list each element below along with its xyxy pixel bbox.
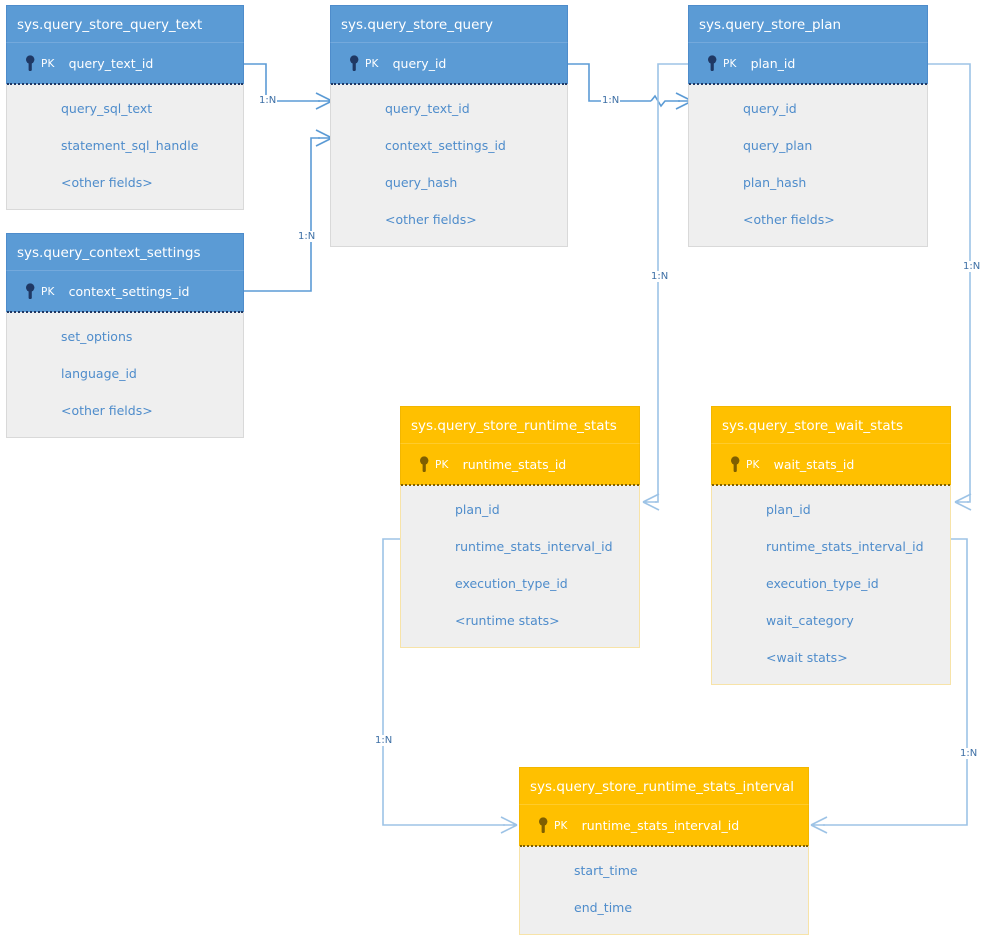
field-row: context_settings_id	[385, 138, 506, 153]
field-row: <other fields>	[743, 212, 835, 227]
key-icon	[13, 283, 47, 300]
field-row: runtime_stats_interval_id	[455, 539, 613, 554]
key-icon	[718, 456, 752, 473]
key-icon	[13, 55, 47, 72]
field-row: <other fields>	[61, 403, 153, 418]
entity-title: sys.query_store_runtime_stats	[400, 406, 640, 444]
pk-tag: PK	[365, 57, 379, 70]
primary-key-name: query_text_id	[68, 56, 154, 71]
entity-query-store-query[interactable]: sys.query_store_query PK query_id query_…	[330, 5, 568, 247]
primary-key-name: context_settings_id	[68, 284, 190, 299]
connector-plan-to-runtime-stats	[642, 63, 688, 511]
field-row: query_hash	[385, 175, 458, 190]
cardinality-label-interval-to-wait-stats: 1:N	[959, 748, 979, 759]
field-row: <runtime stats>	[455, 613, 560, 628]
primary-key-name: wait_stats_id	[773, 457, 855, 472]
field-row: execution_type_id	[455, 576, 568, 591]
entity-fields: query_id query_plan plan_hash <other fie…	[688, 84, 928, 247]
connector-query-text-to-query	[244, 63, 333, 110]
entity-fields: query_sql_text statement_sql_handle <oth…	[6, 84, 244, 210]
primary-key-name: runtime_stats_interval_id	[581, 818, 740, 833]
entity-fields: query_text_id context_settings_id query_…	[330, 84, 568, 247]
cardinality-label-query-text-to-query: 1:N	[258, 95, 278, 106]
key-icon	[526, 817, 560, 834]
field-row: end_time	[574, 900, 633, 915]
pk-tag: PK	[435, 458, 449, 471]
field-row: query_plan	[743, 138, 813, 153]
primary-key-name: plan_id	[750, 56, 796, 71]
field-row: plan_id	[766, 502, 811, 517]
entity-query-store-wait-stats[interactable]: sys.query_store_wait_stats PK wait_stats…	[711, 406, 951, 685]
connector-interval-to-runtime-stats	[382, 538, 518, 834]
field-row: start_time	[574, 863, 638, 878]
entity-query-store-plan[interactable]: sys.query_store_plan PK plan_id query_id…	[688, 5, 928, 247]
primary-key-name: runtime_stats_id	[462, 457, 567, 472]
pk-tag: PK	[41, 57, 55, 70]
entity-primary-key-row: PK wait_stats_id	[711, 444, 951, 486]
field-row: language_id	[61, 366, 137, 381]
entity-primary-key-row: PK query_text_id	[6, 43, 244, 85]
connector-interval-to-wait-stats	[810, 538, 968, 834]
entity-fields: start_time end_time	[519, 846, 809, 935]
key-icon	[337, 55, 371, 72]
field-row: query_text_id	[385, 101, 470, 116]
connector-context-settings-to-query	[244, 129, 333, 292]
field-row: execution_type_id	[766, 576, 879, 591]
entity-title: sys.query_store_plan	[688, 5, 928, 43]
entity-query-store-query-text[interactable]: sys.query_store_query_text PK query_text…	[6, 5, 244, 210]
entity-primary-key-row: PK context_settings_id	[6, 271, 244, 313]
entity-query-store-runtime-stats[interactable]: sys.query_store_runtime_stats PK runtime…	[400, 406, 640, 648]
field-row: runtime_stats_interval_id	[766, 539, 924, 554]
cardinality-label-plan-to-runtime-stats: 1:N	[650, 271, 670, 282]
entity-fields: plan_id runtime_stats_interval_id execut…	[400, 485, 640, 648]
connector-plan-to-wait-stats	[928, 63, 972, 511]
entity-title: sys.query_store_wait_stats	[711, 406, 951, 444]
entity-fields: plan_id runtime_stats_interval_id execut…	[711, 485, 951, 685]
cardinality-label-plan-to-wait-stats: 1:N	[962, 261, 982, 272]
entity-primary-key-row: PK runtime_stats_interval_id	[519, 805, 809, 847]
cardinality-label-interval-to-runtime-stats: 1:N	[374, 735, 394, 746]
cardinality-label-context-settings-to-query: 1:N	[297, 231, 317, 242]
field-row: query_id	[743, 101, 797, 116]
field-row: set_options	[61, 329, 133, 344]
entity-query-store-runtime-stats-interval[interactable]: sys.query_store_runtime_stats_interval P…	[519, 767, 809, 935]
field-row: plan_hash	[743, 175, 807, 190]
entity-primary-key-row: PK query_id	[330, 43, 568, 85]
pk-tag: PK	[746, 458, 760, 471]
entity-title: sys.query_context_settings	[6, 233, 244, 271]
entity-primary-key-row: PK runtime_stats_id	[400, 444, 640, 486]
entity-fields: set_options language_id <other fields>	[6, 312, 244, 438]
key-icon	[407, 456, 441, 473]
field-row: <wait stats>	[766, 650, 848, 665]
pk-tag: PK	[554, 819, 568, 832]
key-icon	[695, 55, 729, 72]
connector-query-to-plan	[568, 63, 693, 110]
entity-title: sys.query_store_runtime_stats_interval	[519, 767, 809, 805]
field-row: query_sql_text	[61, 101, 153, 116]
field-row: statement_sql_handle	[61, 138, 199, 153]
field-row: plan_id	[455, 502, 500, 517]
cardinality-label-query-to-plan: 1:N	[601, 95, 621, 106]
entity-primary-key-row: PK plan_id	[688, 43, 928, 85]
field-row: wait_category	[766, 613, 854, 628]
entity-title: sys.query_store_query_text	[6, 5, 244, 43]
field-row: <other fields>	[385, 212, 477, 227]
entity-query-context-settings[interactable]: sys.query_context_settings PK context_se…	[6, 233, 244, 438]
field-row: <other fields>	[61, 175, 153, 190]
pk-tag: PK	[723, 57, 737, 70]
pk-tag: PK	[41, 285, 55, 298]
primary-key-name: query_id	[392, 56, 447, 71]
entity-title: sys.query_store_query	[330, 5, 568, 43]
